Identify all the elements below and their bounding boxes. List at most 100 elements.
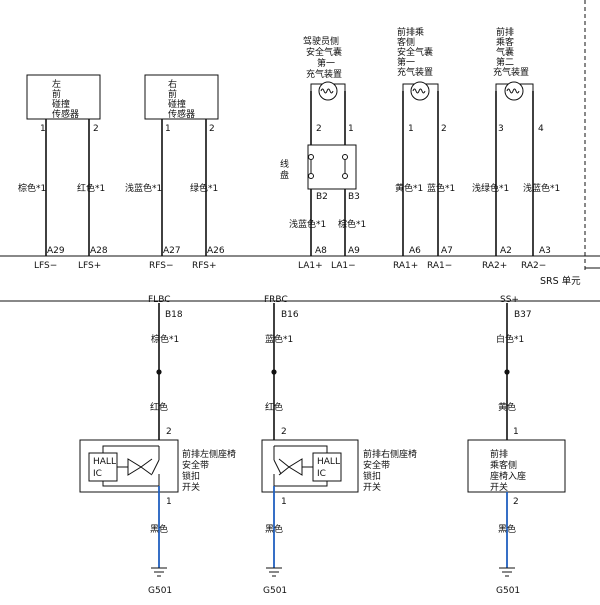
connector-pin: A27 [163, 246, 181, 256]
left-buckle-switch-circuit: FLBC B18 棕色*1 红色 2 HALL IC 前排左侧座椅 安全带 锁扣… [79, 295, 236, 596]
left-front-crash-sensor: 左 前 碰撞 传感器 1 2 棕色*1 红色*1 A29 A28 LFS− LF… [18, 74, 108, 271]
signal-name: LA1+ [298, 261, 323, 271]
wire-color: 浅蓝色*1 [125, 182, 162, 194]
signal-name: SS+ [500, 295, 519, 305]
airbag-label-line: 安全气囊 [306, 46, 342, 58]
hall-ic-label: HALL [317, 457, 340, 467]
switch-label-line: 锁扣 [363, 470, 381, 482]
sensor-label-line: 碰撞 [52, 98, 70, 110]
inflator-icon [410, 81, 430, 101]
passenger-airbag-second-circuit: 前排 乘客 气囊 第二 充气装置 3 4 浅绿色*1 浅蓝色*1 A2 A3 R… [472, 26, 560, 271]
internal-wire [102, 445, 159, 453]
internal-wire [102, 481, 159, 487]
connector-pin: B18 [165, 310, 183, 320]
splice-dot [504, 369, 510, 375]
contact-dot [308, 173, 314, 179]
wire-color: 棕色*1 [151, 333, 179, 345]
connector-pin: A7 [441, 246, 453, 256]
signal-name: RFS− [149, 261, 174, 271]
signal-name: FRBC [264, 295, 288, 305]
airbag-label-line: 充气装置 [493, 66, 529, 78]
ground-icon [151, 567, 167, 577]
airbag-label-line: 驾驶员侧 [303, 35, 339, 47]
driver-airbag-circuit: 驾驶员侧 安全气囊 第一 充气装置 2 1 线 盘 B2 B3 浅蓝色*1 棕色… [280, 35, 366, 271]
ground-point: G501 [263, 586, 287, 596]
signal-name: LFS+ [78, 261, 101, 271]
switch-label-line: 乘客侧 [490, 459, 517, 471]
connector-pin: A26 [207, 246, 225, 256]
wire-color: 白色*1 [496, 333, 524, 345]
pin-number: 1 [408, 124, 414, 134]
transistor-icon [288, 458, 303, 476]
signal-name: RFS+ [192, 261, 217, 271]
switch-label-line: 前排 [490, 448, 508, 460]
wire-color: 浅绿色*1 [472, 182, 509, 194]
signal-name: LA1− [331, 261, 356, 271]
switch-label-line: 锁扣 [182, 470, 200, 482]
connector-pin: B37 [514, 310, 532, 320]
ground-icon [266, 567, 282, 577]
passenger-airbag-first-circuit: 前排乘 客侧 安全气囊 第一 充气装置 1 2 黄色*1 蓝色*1 A6 A7 … [393, 26, 455, 271]
pin-number: 2 [93, 124, 99, 134]
airbag-label-line: 前排乘 [397, 26, 424, 38]
pin-number: 1 [513, 427, 519, 437]
clockspring-label: 线 [280, 158, 289, 170]
connector-pin: A3 [539, 246, 551, 256]
pin-number: 1 [40, 124, 46, 134]
wire-color: 棕色*1 [18, 182, 46, 194]
signal-name: RA1+ [393, 261, 418, 271]
signal-name: RA2− [521, 261, 546, 271]
right-buckle-switch-circuit: FRBC B16 蓝色*1 红色 2 HALL IC 前排右侧座椅 安全带 锁扣… [261, 295, 417, 596]
pin-number: 1 [348, 124, 354, 134]
pin-number: 2 [281, 427, 287, 437]
pin-number: 2 [209, 124, 215, 134]
clockspring-label: 盘 [280, 169, 289, 181]
airbag-label-line: 安全气囊 [397, 46, 433, 58]
sensor-label-line: 传感器 [168, 108, 195, 120]
airbag-label-line: 乘客 [496, 36, 514, 48]
sensor-label-line: 前 [168, 88, 177, 100]
airbag-label-line: 第一 [397, 56, 415, 68]
pin-number: B2 [316, 192, 328, 202]
connector-pin: A9 [348, 246, 360, 256]
airbag-label-line: 气囊 [496, 46, 514, 58]
contact-dot [342, 154, 348, 160]
sensor-label-line: 碰撞 [168, 98, 186, 110]
inflator-icon [318, 81, 338, 101]
internal-wire [274, 445, 328, 453]
airbag-label-line: 前排 [496, 26, 514, 38]
switch-label-line: 开关 [363, 481, 381, 493]
switch-contact [273, 459, 282, 475]
connector-pin: A29 [47, 246, 65, 256]
connector-pin: A8 [315, 246, 327, 256]
ground-point: G501 [148, 586, 172, 596]
hall-ic-label: IC [317, 469, 326, 479]
signal-name: LFS− [34, 261, 57, 271]
transistor-icon [140, 458, 153, 476]
pin-number: B3 [348, 192, 360, 202]
airbag-label-line: 充气装置 [397, 66, 433, 78]
switch-contact [151, 459, 160, 475]
switch-label-line: 开关 [490, 481, 508, 493]
wire-color: 浅蓝色*1 [289, 218, 326, 230]
hall-ic-label: IC [93, 469, 102, 479]
sensor-box [26, 74, 101, 120]
signal-name: RA2+ [482, 261, 507, 271]
hall-ic-label: HALL [93, 457, 116, 467]
connector-pin: A28 [90, 246, 108, 256]
wire-color: 红色 [150, 401, 168, 413]
sensor-box [144, 74, 219, 120]
connector-pin: A2 [500, 246, 512, 256]
pin-number: 2 [166, 427, 172, 437]
srs-unit-label: SRS 单元 [540, 275, 581, 287]
airbag-label-line: 客侧 [397, 36, 415, 48]
splice-dot [156, 369, 162, 375]
pin-number: 1 [165, 124, 171, 134]
contact-dot [308, 154, 314, 160]
pin-number: 1 [166, 497, 172, 507]
wire-color: 黄色 [498, 401, 516, 413]
signal-name: FLBC [148, 295, 171, 305]
switch-label-line: 开关 [182, 481, 200, 493]
connector-pin: A6 [409, 246, 421, 256]
pin-number: 3 [498, 124, 504, 134]
